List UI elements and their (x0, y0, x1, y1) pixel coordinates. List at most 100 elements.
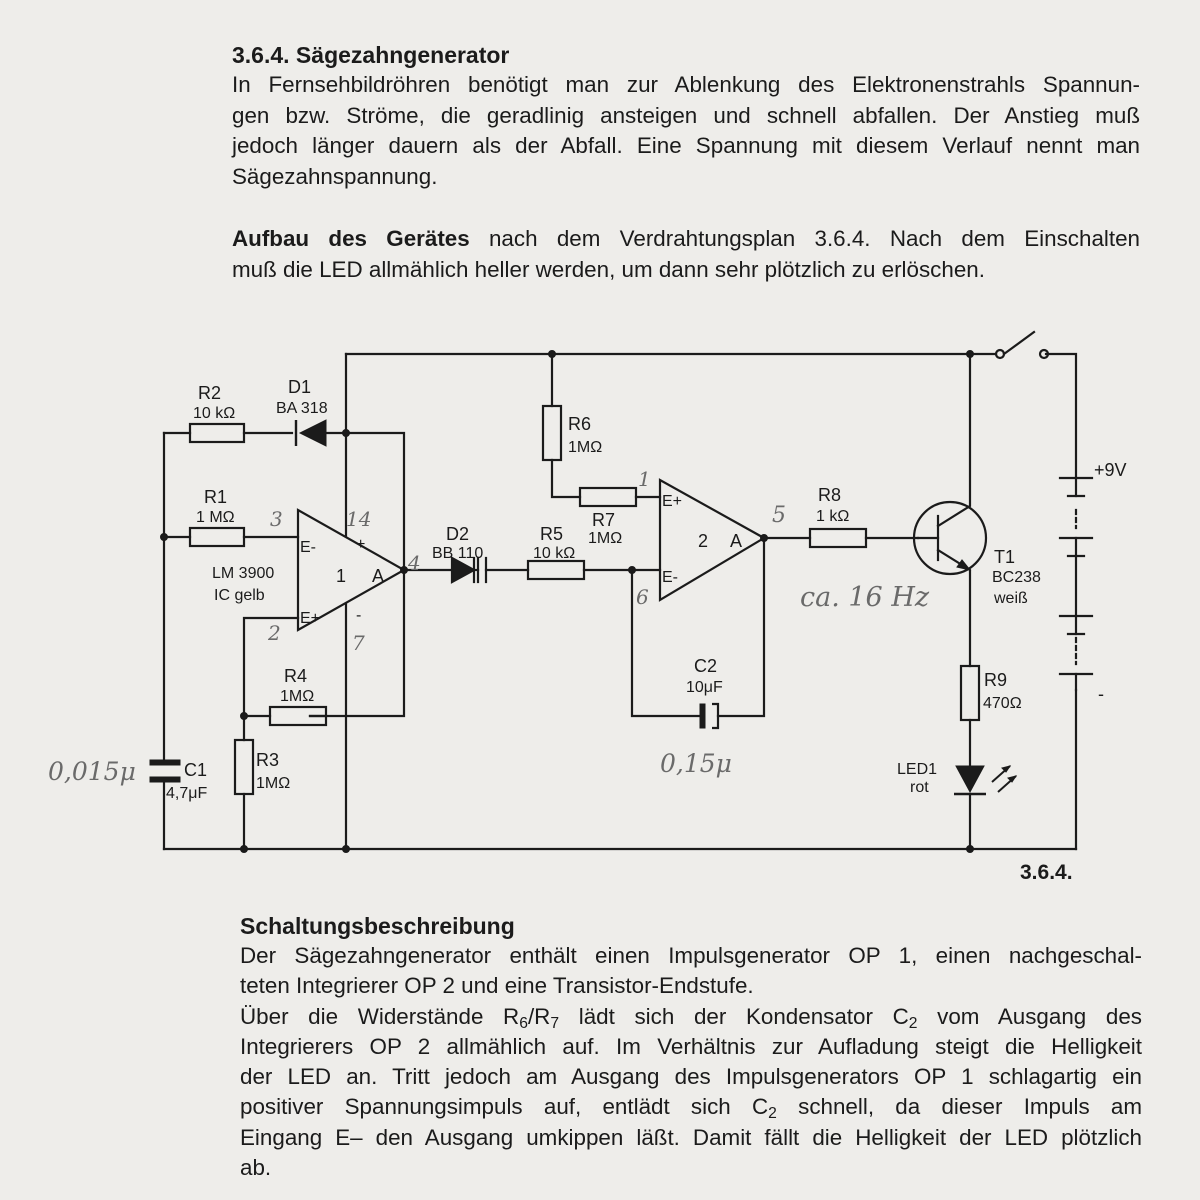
hand-pin-4: 4 (407, 551, 421, 575)
r5-value: 10 kΩ (533, 545, 575, 562)
text-run: lädt sich der Kondensator C (559, 1003, 909, 1029)
hand-pin-7: 7 (352, 631, 365, 655)
led-label: LED1 (897, 761, 937, 778)
r6-label: R6 (568, 414, 591, 434)
r2-label: R2 (198, 383, 221, 403)
junction-dot (240, 845, 248, 853)
hand-pin-14: 14 (346, 507, 371, 531)
r4-label: R4 (284, 666, 307, 686)
aufbau-paragraph: Aufbau des Gerätes nach dem Verdrahtungs… (232, 224, 1140, 285)
intro-line: jedoch länger dauern als der Abfall. Ein… (232, 133, 1140, 158)
aufbau-line1-rest: nach dem Verdrahtungsplan 3.6.4. Nach de… (469, 226, 1140, 251)
junction-dot (240, 712, 248, 720)
op2-triangle (658, 478, 767, 602)
op1-output-label: A (372, 566, 384, 586)
hand-pin-3: 3 (270, 507, 283, 531)
ic-color: IC gelb (214, 587, 265, 604)
hand-pin-6: 6 (636, 585, 649, 609)
t1-emitter-arrow (956, 559, 972, 571)
op1-minus: - (356, 607, 361, 624)
t1-circle (912, 500, 988, 576)
op2-output-label: A (730, 531, 742, 551)
d2-label: D2 (446, 524, 469, 544)
intro-line: gen bzw. Ströme, die geradlinig ansteige… (232, 102, 1140, 128)
switch-contact-right (1038, 348, 1050, 360)
subscript: 2 (908, 1014, 918, 1032)
op1-noninverting-label: E+ (300, 610, 320, 627)
op2-number: 2 (698, 531, 708, 551)
t1-label: T1 (994, 547, 1015, 567)
op1-plus: + (356, 536, 365, 553)
r3-body (233, 738, 255, 796)
junction-dot (628, 566, 636, 574)
r3-value: 1MΩ (256, 775, 290, 792)
text-run: /R (527, 1003, 551, 1029)
c1-plate-bottom (149, 776, 181, 783)
hand-pin-1: 1 (638, 467, 651, 491)
wire-switch-to-battery (1044, 352, 1078, 480)
intro-line: Sägezahnspannung. (232, 163, 438, 189)
op2-inverting-label: E- (662, 569, 678, 586)
description-line: Über die Widerstände R6/R7 lädt sich der… (240, 1002, 1142, 1032)
hand-c1-note: 0,015μ (48, 757, 136, 786)
r4-value: 1MΩ (280, 688, 314, 705)
op1-inverting-label: E- (300, 539, 316, 556)
section-saegezahngenerator: 3.6.4. Sägezahngenerator In Fernsehbildr… (232, 40, 1140, 192)
d1-label: D1 (288, 377, 311, 397)
supply-plus-label: +9V (1094, 460, 1127, 480)
text-run: schnell, da dieser Impuls am (776, 1094, 1142, 1120)
c2-value: 10μF (686, 679, 723, 696)
junction-dot (548, 350, 556, 358)
ic-name: LM 3900 (212, 565, 274, 582)
section-title: 3.6.4. Sägezahngenerator (232, 42, 510, 68)
t1-color: weiß (993, 590, 1028, 607)
r1-label: R1 (204, 487, 227, 507)
junction-dot (400, 566, 408, 574)
r8-value: 1 kΩ (816, 508, 849, 525)
r8-body (808, 527, 868, 549)
junction-dot (966, 350, 974, 358)
r6-body (541, 404, 563, 462)
op1-number: 1 (336, 566, 346, 586)
description-line: Integrierers OP 2 allmählich auf. Im Ver… (240, 1033, 1142, 1059)
description-line: Der Sägezahngenerator enthält einen Impu… (240, 943, 1142, 968)
junction-dot (160, 533, 168, 541)
subscript: 2 (768, 1105, 777, 1123)
r7-value: 1MΩ (588, 530, 622, 547)
d2-value: BB 110 (432, 545, 483, 562)
junction-dot (342, 845, 350, 853)
c2-label: C2 (694, 656, 717, 676)
op1-triangle (296, 508, 407, 632)
figure-number: 3.6.4. (1020, 861, 1073, 884)
description-line: ab. (240, 1155, 272, 1181)
hand-pin-5: 5 (772, 503, 786, 528)
description-line: Eingang E– den Ausgang umkippen läßt. Da… (240, 1124, 1142, 1150)
text-run: positiver Spannungsimpuls auf, entlädt s… (240, 1094, 769, 1120)
hand-c2-note: 0,15μ (660, 749, 732, 778)
supply-minus-label: - (1098, 684, 1104, 704)
description-line: positiver Spannungsimpuls auf, entlädt s… (240, 1092, 1142, 1122)
text-run: Über die Widerstände R (240, 1003, 520, 1029)
junction-dot (342, 429, 350, 437)
intro-paragraph: In Fernsehbildröhren benötigt man zur Ab… (232, 70, 1140, 192)
r8-label: R8 (818, 485, 841, 505)
t1-value: BC238 (992, 569, 1041, 586)
aufbau-line: Aufbau des Gerätes nach dem Verdrahtungs… (232, 224, 1140, 255)
d2-symbol (450, 556, 477, 584)
r6-value: 1MΩ (568, 439, 602, 456)
description-paragraph: Der Sägezahngenerator enthält einen Impu… (240, 941, 1142, 1183)
subscript: 6 (519, 1014, 528, 1032)
r2-body (188, 422, 246, 444)
text-run: vom Ausgang des (917, 1003, 1142, 1029)
junction-dot (760, 534, 768, 542)
r1-body (188, 526, 246, 548)
section-aufbau: Aufbau des Gerätes nach dem Verdrahtungs… (232, 224, 1140, 285)
r3-label: R3 (256, 750, 279, 770)
op2-noninverting-label: E+ (662, 493, 682, 510)
aufbau-line: muß die LED allmählich heller werden, um… (232, 256, 985, 282)
subscript: 7 (550, 1014, 560, 1032)
switch-lever (1002, 330, 1036, 356)
r9-label: R9 (984, 670, 1007, 690)
section-schaltungsbeschreibung: Schaltungsbeschreibung Der Sägezahngener… (240, 911, 1142, 1183)
led-symbol (955, 765, 985, 794)
